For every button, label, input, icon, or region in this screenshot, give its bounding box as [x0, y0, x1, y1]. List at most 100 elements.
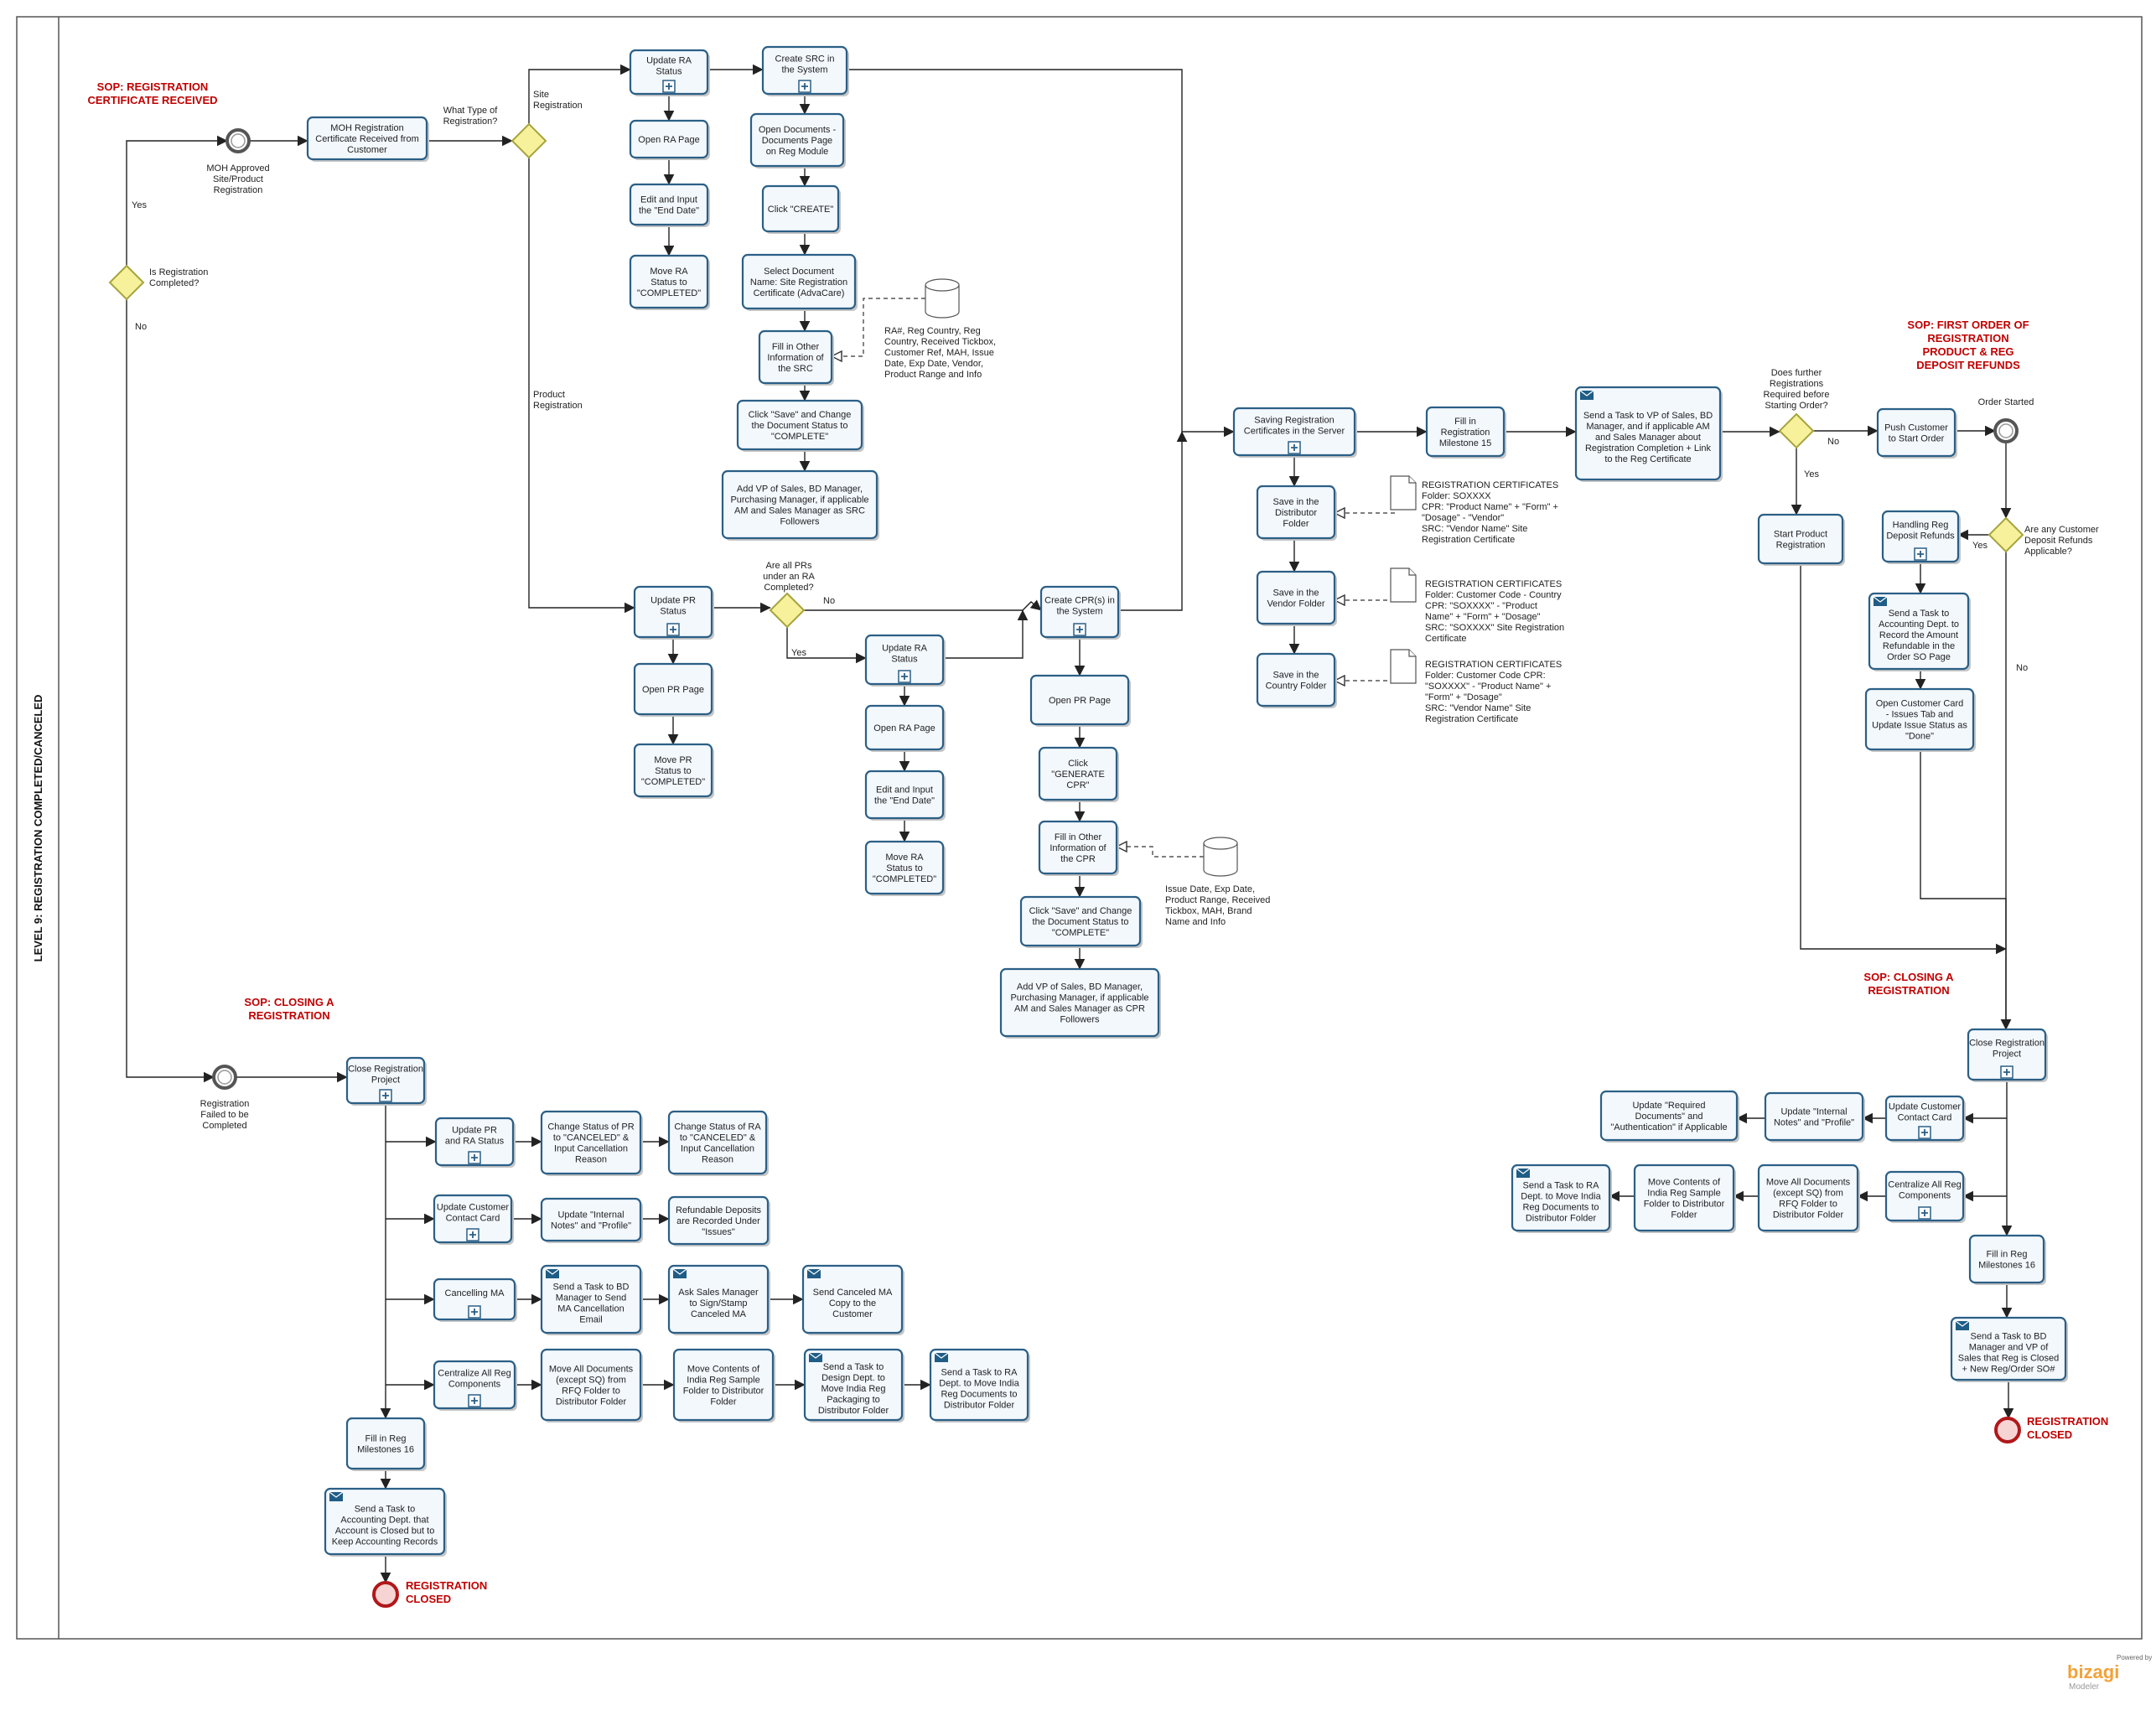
task-cancelling-ma[interactable]: Cancelling MA: [433, 1278, 517, 1322]
task-add-vp-src[interactable]: Add VP of Sales, BD Manager,Purchasing M…: [721, 469, 879, 541]
association-line: [1117, 847, 1204, 858]
task-open-ra-page-1[interactable]: Open RA Page: [629, 119, 710, 160]
subprocess-plus-icon[interactable]: [1918, 1206, 1931, 1220]
subprocess-plus-icon[interactable]: [898, 670, 911, 683]
subprocess-plus-icon[interactable]: [2000, 1065, 2013, 1079]
subprocess-plus-icon[interactable]: [468, 1394, 481, 1407]
gateway-gw-prs[interactable]: [769, 592, 806, 629]
end-event-ev-closed-left[interactable]: [372, 1581, 399, 1608]
subprocess-plus-icon[interactable]: [798, 80, 811, 93]
task-open-pr-page-1[interactable]: Open PR Page: [633, 662, 714, 717]
subprocess-plus-icon[interactable]: [666, 623, 680, 636]
gateway-gw-completed[interactable]: [108, 264, 145, 301]
task-add-vp-cpr[interactable]: Add VP of Sales, BD Manager,Purchasing M…: [999, 967, 1161, 1039]
gateway-gw-further[interactable]: [1778, 412, 1815, 449]
task-open-ra-page-2[interactable]: Open RA Page: [864, 704, 946, 752]
end-event-ev-closed-right[interactable]: [1994, 1417, 2021, 1443]
start-event-ev-moh[interactable]: [225, 128, 251, 153]
task-click-create[interactable]: Click "CREATE": [761, 184, 841, 234]
task-label-line: Fill in Other: [1055, 832, 1102, 842]
subprocess-plus-icon[interactable]: [468, 1151, 481, 1164]
annotation-note-country-line: SRC: "Vendor Name" Site: [1425, 703, 1531, 713]
gateway-diamond-icon: [1988, 516, 2024, 553]
subprocess-plus-icon[interactable]: [379, 1089, 392, 1102]
start-event-ev-failed[interactable]: [212, 1065, 237, 1090]
subprocess-plus-icon[interactable]: [466, 1228, 479, 1241]
task-open-pr-page-2[interactable]: Open PR Page: [1029, 674, 1131, 727]
sop-label-sop-closing-right-line: REGISTRATION: [1868, 984, 1949, 997]
task-box: [540, 1110, 642, 1175]
subprocess-plus-icon[interactable]: [468, 1305, 481, 1319]
subprocess-plus-icon[interactable]: [1918, 1126, 1931, 1139]
subprocess-plus-icon[interactable]: [1073, 623, 1086, 636]
subprocess-plus-icon[interactable]: [1288, 441, 1301, 454]
task-label-line: Create CPR(s) in: [1044, 596, 1115, 606]
gateway-gw-type[interactable]: [510, 122, 547, 159]
subprocess-plus-icon[interactable]: [662, 80, 676, 93]
subprocess-plus-icon[interactable]: [1914, 547, 1927, 561]
gateway-gw-deposit[interactable]: [1988, 516, 2024, 553]
task-label-line: Send a Task to: [355, 1505, 416, 1515]
start-event-ev-order[interactable]: [1993, 418, 2019, 443]
